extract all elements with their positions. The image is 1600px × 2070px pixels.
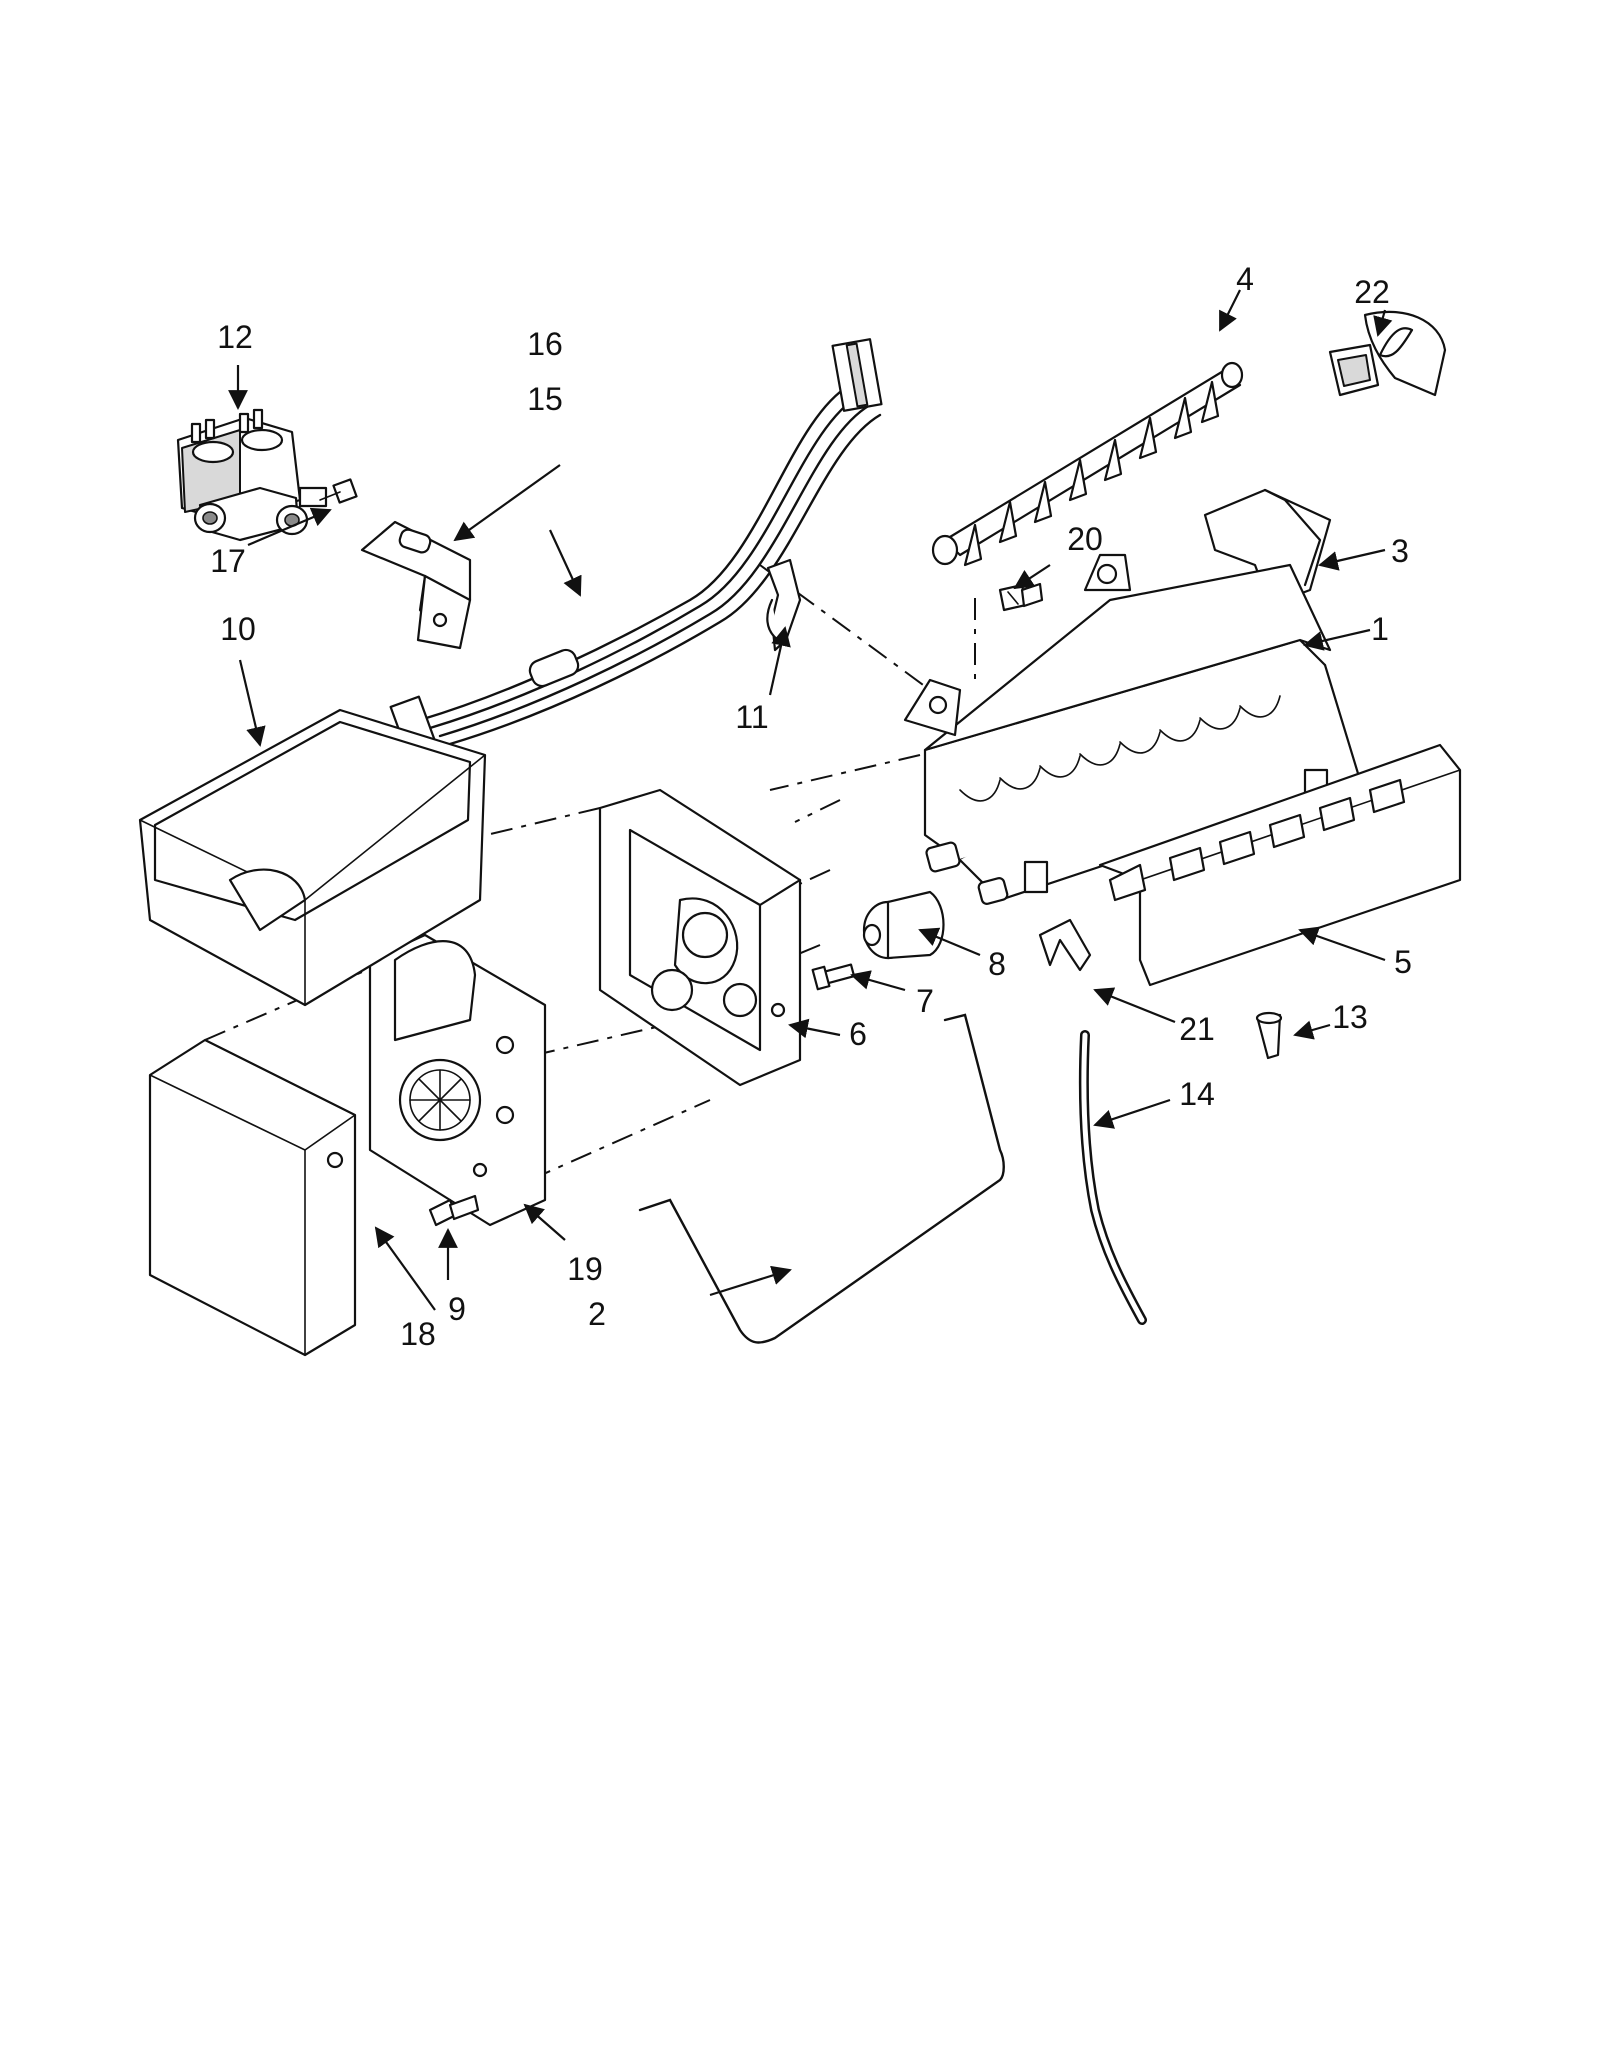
- callout-2: 2: [588, 1296, 606, 1332]
- callout-14: 14: [1179, 1076, 1215, 1112]
- leader-10: [238, 659, 266, 747]
- shutoff-cover: [1328, 310, 1447, 397]
- leader-15: [549, 529, 582, 597]
- leader-11: [768, 626, 791, 696]
- callout-3: 3: [1391, 533, 1409, 569]
- tube-clip: [1038, 918, 1092, 972]
- front-cover: [148, 1038, 357, 1357]
- leader-16: [453, 464, 561, 542]
- callout-11: 11: [735, 699, 768, 735]
- leader-21: [1093, 987, 1176, 1024]
- leader-3: [1318, 548, 1386, 571]
- ice-bin: [138, 708, 487, 1007]
- callout-16: 16: [527, 326, 563, 362]
- callout-17: 17: [210, 543, 246, 579]
- shutoff-arm: [638, 1013, 1005, 1344]
- wire-harness: [389, 338, 883, 765]
- fill-tube: [1078, 1030, 1147, 1325]
- leader-17: [247, 507, 332, 547]
- callout-21: 21: [1179, 1011, 1215, 1047]
- callout-10: 10: [220, 611, 256, 647]
- callout-19: 19: [567, 1251, 603, 1287]
- leader-14: [1093, 1098, 1171, 1129]
- callout-8: 8: [988, 946, 1006, 982]
- ejector: [931, 361, 1244, 567]
- leader-5: [1298, 926, 1386, 962]
- leader-arrows: [228, 289, 1393, 1311]
- thermostat: [925, 841, 1009, 905]
- leader-8: [918, 927, 981, 957]
- bracket: [360, 520, 472, 650]
- leader-20: [1013, 564, 1051, 590]
- callout-22: 22: [1354, 274, 1390, 310]
- leader-7: [850, 970, 906, 992]
- control-housing: [598, 788, 802, 1087]
- leader-19: [523, 1203, 566, 1241]
- plug: [1255, 1011, 1283, 1060]
- callout-1: 1: [1371, 611, 1389, 647]
- leader-2: [709, 1265, 792, 1297]
- screw: [998, 582, 1044, 612]
- callout-6: 6: [849, 1016, 867, 1052]
- callout-20: 20: [1067, 521, 1103, 557]
- valve-screw: [319, 478, 358, 504]
- callout-7: 7: [916, 983, 934, 1019]
- callout-15: 15: [527, 381, 563, 417]
- drive-coupling: [862, 890, 945, 960]
- callout-9: 9: [448, 1291, 466, 1327]
- leader-6: [788, 1018, 841, 1039]
- mount-screw: [428, 1194, 480, 1227]
- pin: [811, 963, 856, 991]
- callout-18: 18: [400, 1316, 436, 1352]
- callout-labels: 4 22 3 1 20 5 8 7 6 21 13 14 2 18 19 9 1…: [210, 261, 1412, 1352]
- water-valve: [176, 408, 328, 542]
- leader-18: [374, 1226, 436, 1311]
- leader-1: [1303, 628, 1371, 651]
- callout-4: 4: [1236, 261, 1254, 297]
- leader-4: [1219, 289, 1241, 332]
- callout-13: 13: [1332, 999, 1368, 1035]
- callout-12: 12: [217, 319, 253, 355]
- leader-22: [1373, 309, 1393, 337]
- ice-stripper: [1098, 743, 1462, 987]
- callout-5: 5: [1394, 944, 1412, 980]
- motor-module: [368, 933, 547, 1227]
- leader-13: [1293, 1020, 1331, 1040]
